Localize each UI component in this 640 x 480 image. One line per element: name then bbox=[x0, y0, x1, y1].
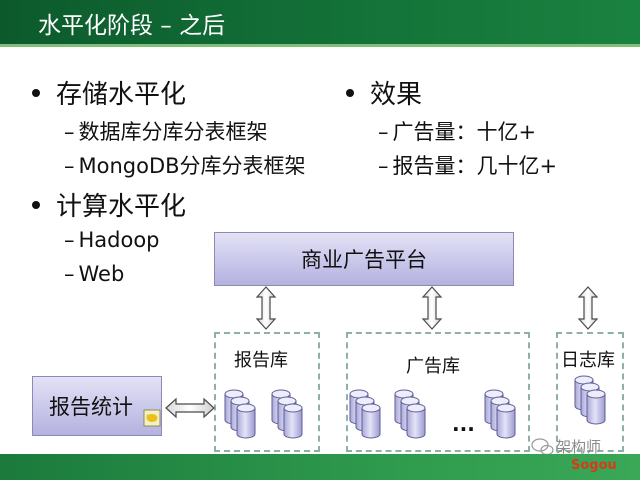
bullet-dot-icon bbox=[32, 88, 40, 97]
bullet-storage: 存储水平化 bbox=[32, 74, 186, 111]
watermark-text: 架构师 bbox=[556, 438, 602, 456]
sub-bullet-ad-volume: –广告量：十亿+ bbox=[378, 120, 537, 144]
double-arrow-icon bbox=[421, 286, 443, 330]
log-db-label: 日志库 bbox=[561, 350, 615, 371]
double-arrow-icon bbox=[255, 286, 277, 330]
report-stats-label: 报告统计 bbox=[49, 395, 133, 419]
report-db-container bbox=[214, 332, 320, 452]
ad-platform-box: 商业广告平台 bbox=[214, 232, 514, 286]
database-cylinders bbox=[224, 375, 606, 439]
wechat-icon bbox=[531, 438, 554, 456]
database-cylinder-icon bbox=[586, 389, 606, 425]
report-stats-box: 报告统计 bbox=[32, 376, 162, 436]
ad-db-container bbox=[346, 332, 530, 452]
log-db-container bbox=[556, 332, 624, 452]
slide-header: 水平化阶段 – 之后 bbox=[0, 0, 640, 44]
bullet-effect: 效果 bbox=[346, 74, 422, 111]
bullet-dot-icon bbox=[32, 200, 40, 209]
sub-bullet-db-sharding: –数据库分库分表框架 bbox=[64, 120, 268, 144]
database-cylinder-icon bbox=[406, 403, 426, 439]
double-arrow-icon bbox=[165, 397, 215, 419]
database-cylinder-icon bbox=[361, 403, 381, 439]
ad-platform-label: 商业广告平台 bbox=[301, 248, 427, 272]
sub-bullet-mongodb-sharding: –MongoDB分库分表框架 bbox=[64, 154, 306, 178]
slide-title: 水平化阶段 – 之后 bbox=[38, 13, 226, 39]
bullet-compute: 计算水平化 bbox=[32, 186, 186, 223]
header-divider bbox=[0, 44, 640, 47]
bullet-dot-icon bbox=[346, 88, 354, 97]
report-db-label: 报告库 bbox=[234, 350, 288, 371]
hadoop-logo-icon bbox=[143, 409, 161, 427]
ad-db-ellipsis: ... bbox=[452, 412, 475, 436]
slide-footer bbox=[0, 454, 640, 480]
double-arrow-icon bbox=[577, 286, 599, 330]
database-cylinder-icon bbox=[496, 403, 516, 439]
ad-db-label: 广告库 bbox=[406, 356, 460, 377]
sogou-logo: Sogou bbox=[571, 458, 617, 473]
database-cylinder-icon bbox=[236, 403, 256, 439]
sub-bullet-web: –Web bbox=[64, 262, 125, 286]
database-cylinder-icon bbox=[283, 403, 303, 439]
sub-bullet-hadoop: –Hadoop bbox=[64, 228, 160, 252]
sub-bullet-report-volume: –报告量：几十亿+ bbox=[378, 154, 558, 178]
